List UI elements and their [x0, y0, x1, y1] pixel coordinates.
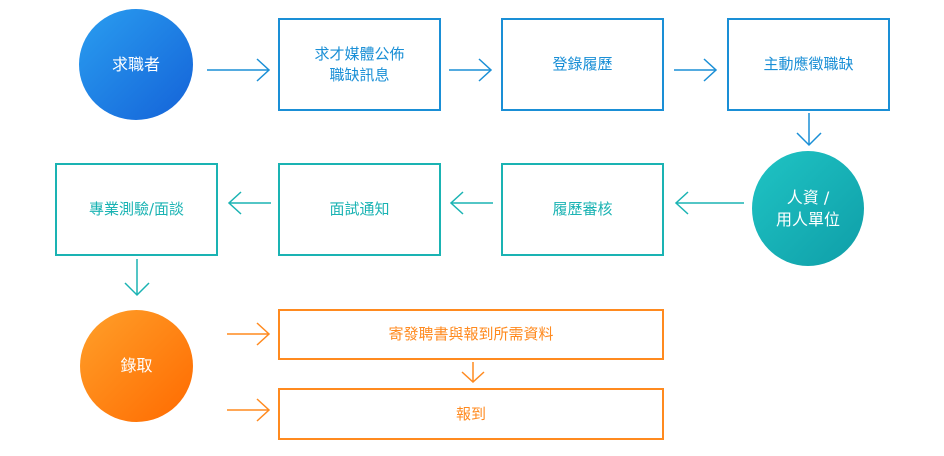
employer-line2: 用人單位	[775, 209, 840, 229]
step-test-label: 專業測驗/面談	[88, 200, 185, 218]
step-notice-label: 面試通知	[329, 200, 390, 218]
step-register-label: 登錄履歷	[552, 55, 613, 73]
step-publish-line1: 求才媒體公佈	[314, 44, 405, 63]
arrow-down-3	[459, 362, 487, 384]
step-publish-openings: 求才媒體公佈 職缺訊息	[278, 18, 441, 111]
step-send-offer-label: 寄發聘書與報到所需資料	[388, 325, 554, 343]
hired-node: 錄取	[80, 310, 193, 422]
hired-label: 錄取	[120, 356, 153, 375]
step-register-resume: 登錄履歷	[501, 18, 664, 111]
job-seeker-label: 求職者	[111, 54, 160, 74]
arrow-left-3	[227, 190, 271, 216]
arrow-left-1	[674, 190, 744, 216]
arrow-right-1	[207, 57, 271, 83]
arrow-down-2	[123, 259, 151, 297]
arrow-down-1	[795, 113, 823, 147]
step-report: 報到	[278, 388, 664, 440]
step-review-label: 履歷審核	[552, 200, 613, 218]
step-apply-label: 主動應徵職缺	[763, 55, 854, 73]
arrow-right-3	[674, 57, 718, 83]
step-publish-line2: 職缺訊息	[329, 65, 390, 84]
step-resume-review: 履歷審核	[501, 163, 664, 256]
arrow-right-5	[227, 397, 271, 423]
step-report-label: 報到	[455, 404, 486, 423]
arrow-left-2	[449, 190, 493, 216]
step-send-offer: 寄發聘書與報到所需資料	[278, 309, 664, 360]
employer-node: 人資 / 用人單位	[752, 151, 864, 266]
job-seeker-node: 求職者	[79, 9, 193, 120]
arrow-right-4	[227, 321, 271, 347]
employer-line1: 人資 /	[786, 187, 830, 207]
step-test-interview: 專業測驗/面談	[55, 163, 218, 256]
step-apply-openings: 主動應徵職缺	[727, 18, 890, 111]
arrow-right-2	[449, 57, 493, 83]
step-interview-notice: 面試通知	[278, 163, 441, 256]
